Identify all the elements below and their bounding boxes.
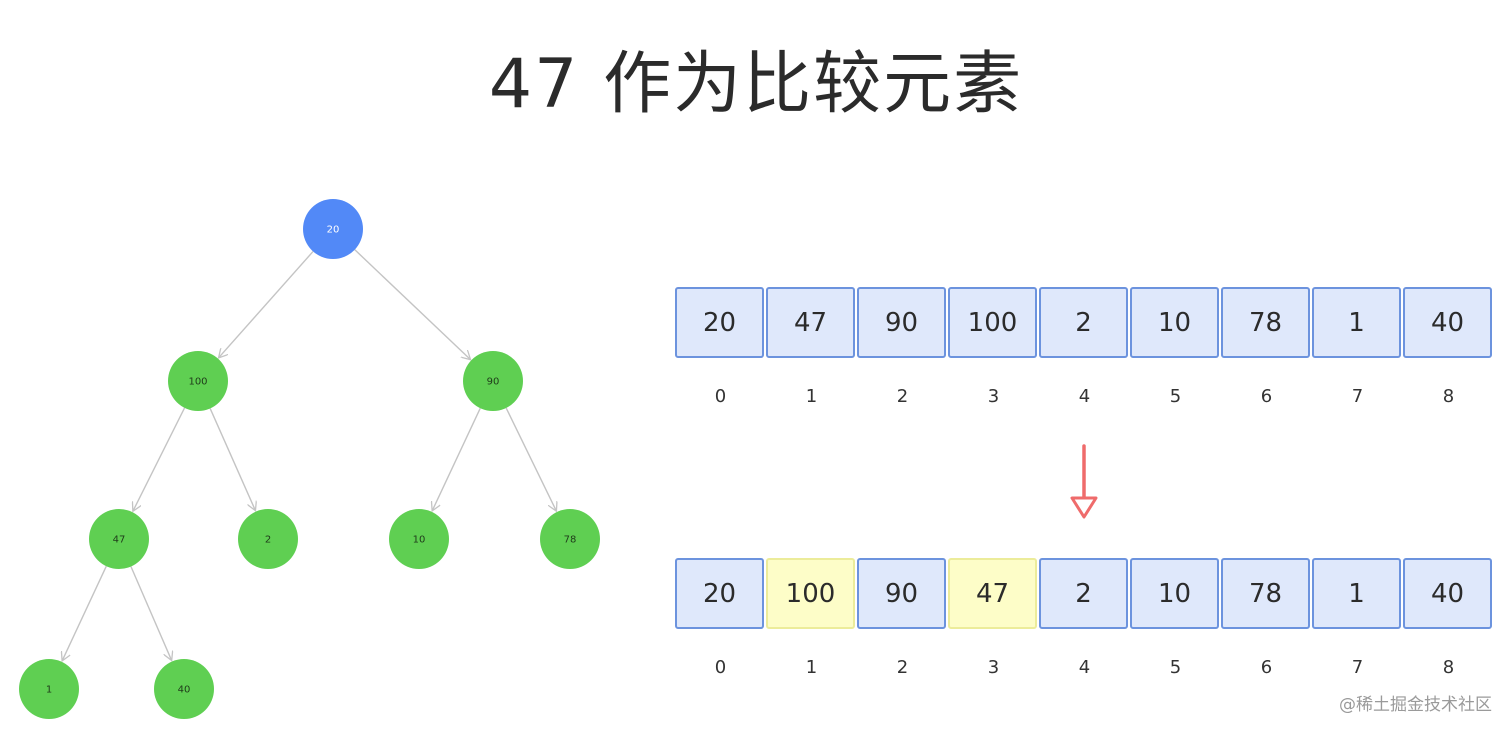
tree-edge <box>219 250 314 357</box>
tree-node: 2 <box>238 509 298 569</box>
array-index-label: 1 <box>805 386 818 407</box>
array-index-label: 6 <box>1260 657 1273 678</box>
tree-edge <box>133 407 186 511</box>
array-cell: 78 <box>1221 287 1310 358</box>
tree-node-circle <box>463 351 523 411</box>
array-index-label: 3 <box>987 657 1000 678</box>
array-cell: 20 <box>675 287 764 358</box>
array-cell: 2 <box>1039 558 1128 629</box>
tree-edge <box>354 249 471 360</box>
array-cell: 47 <box>766 287 855 358</box>
tree-node: 47 <box>89 509 149 569</box>
array-cell: 90 <box>857 287 946 358</box>
array-cell: 40 <box>1403 287 1492 358</box>
array-index-label: 0 <box>714 386 727 407</box>
tree-edge <box>505 407 556 511</box>
array-index-label: 2 <box>896 386 909 407</box>
tree-node-circle <box>89 509 149 569</box>
array-cell: 47 <box>948 558 1037 629</box>
tree-node-circle <box>389 509 449 569</box>
down-arrow-icon <box>1070 444 1098 519</box>
tree-edge <box>209 408 255 510</box>
array-cell: 2 <box>1039 287 1128 358</box>
tree-node-label: 78 <box>564 535 577 546</box>
array-index-label: 4 <box>1078 657 1091 678</box>
tree-node: 100 <box>168 351 228 411</box>
tree-node: 1 <box>19 659 79 719</box>
tree-node-circle <box>238 509 298 569</box>
tree-node-label: 40 <box>178 685 191 696</box>
array-index-label: 8 <box>1442 657 1455 678</box>
array-cell: 100 <box>766 558 855 629</box>
tree-edge <box>432 407 481 511</box>
tree-node-circle <box>154 659 214 719</box>
array-index-label: 1 <box>805 657 818 678</box>
tree-node-circle <box>540 509 600 569</box>
array-before-indices: 0 1 2 3 4 5 6 7 8 <box>675 386 1494 407</box>
array-cell: 40 <box>1403 558 1492 629</box>
tree-node-circle <box>303 199 363 259</box>
tree-node-label: 90 <box>487 377 500 388</box>
array-cell: 1 <box>1312 287 1401 358</box>
array-index-label: 3 <box>987 386 1000 407</box>
tree-node-label: 20 <box>327 225 340 236</box>
array-index-label: 7 <box>1351 386 1364 407</box>
array-cell: 78 <box>1221 558 1310 629</box>
tree-node-label: 100 <box>188 377 207 388</box>
array-index-label: 0 <box>714 657 727 678</box>
page-title: 47 作为比较元素 <box>488 45 1024 124</box>
array-index-label: 5 <box>1169 657 1182 678</box>
tree-node: 90 <box>463 351 523 411</box>
tree-node-circle <box>19 659 79 719</box>
array-cell: 10 <box>1130 287 1219 358</box>
array-index-label: 5 <box>1169 386 1182 407</box>
array-cell: 100 <box>948 287 1037 358</box>
tree-node: 78 <box>540 509 600 569</box>
array-cell: 20 <box>675 558 764 629</box>
array-after-indices: 0 1 2 3 4 5 6 7 8 <box>675 657 1494 678</box>
heap-tree: 20 100 90 47 2 10 78 1 40 <box>19 199 600 719</box>
array-cell: 90 <box>857 558 946 629</box>
tree-node: 20 <box>303 199 363 259</box>
array-index-label: 4 <box>1078 386 1091 407</box>
tree-edge <box>62 565 107 661</box>
array-cell: 1 <box>1312 558 1401 629</box>
tree-node-label: 2 <box>265 535 271 546</box>
tree-node: 10 <box>389 509 449 569</box>
tree-edge <box>130 566 172 661</box>
array-cell: 10 <box>1130 558 1219 629</box>
array-index-label: 8 <box>1442 386 1455 407</box>
tree-node-label: 10 <box>413 535 426 546</box>
array-index-label: 7 <box>1351 657 1364 678</box>
tree-node-circle <box>168 351 228 411</box>
array-index-label: 2 <box>896 657 909 678</box>
tree-node-label: 1 <box>46 685 52 696</box>
tree-node-label: 47 <box>113 535 126 546</box>
array-index-label: 6 <box>1260 386 1273 407</box>
watermark: @稀土掘金技术社区 <box>1339 695 1492 715</box>
tree-node: 40 <box>154 659 214 719</box>
